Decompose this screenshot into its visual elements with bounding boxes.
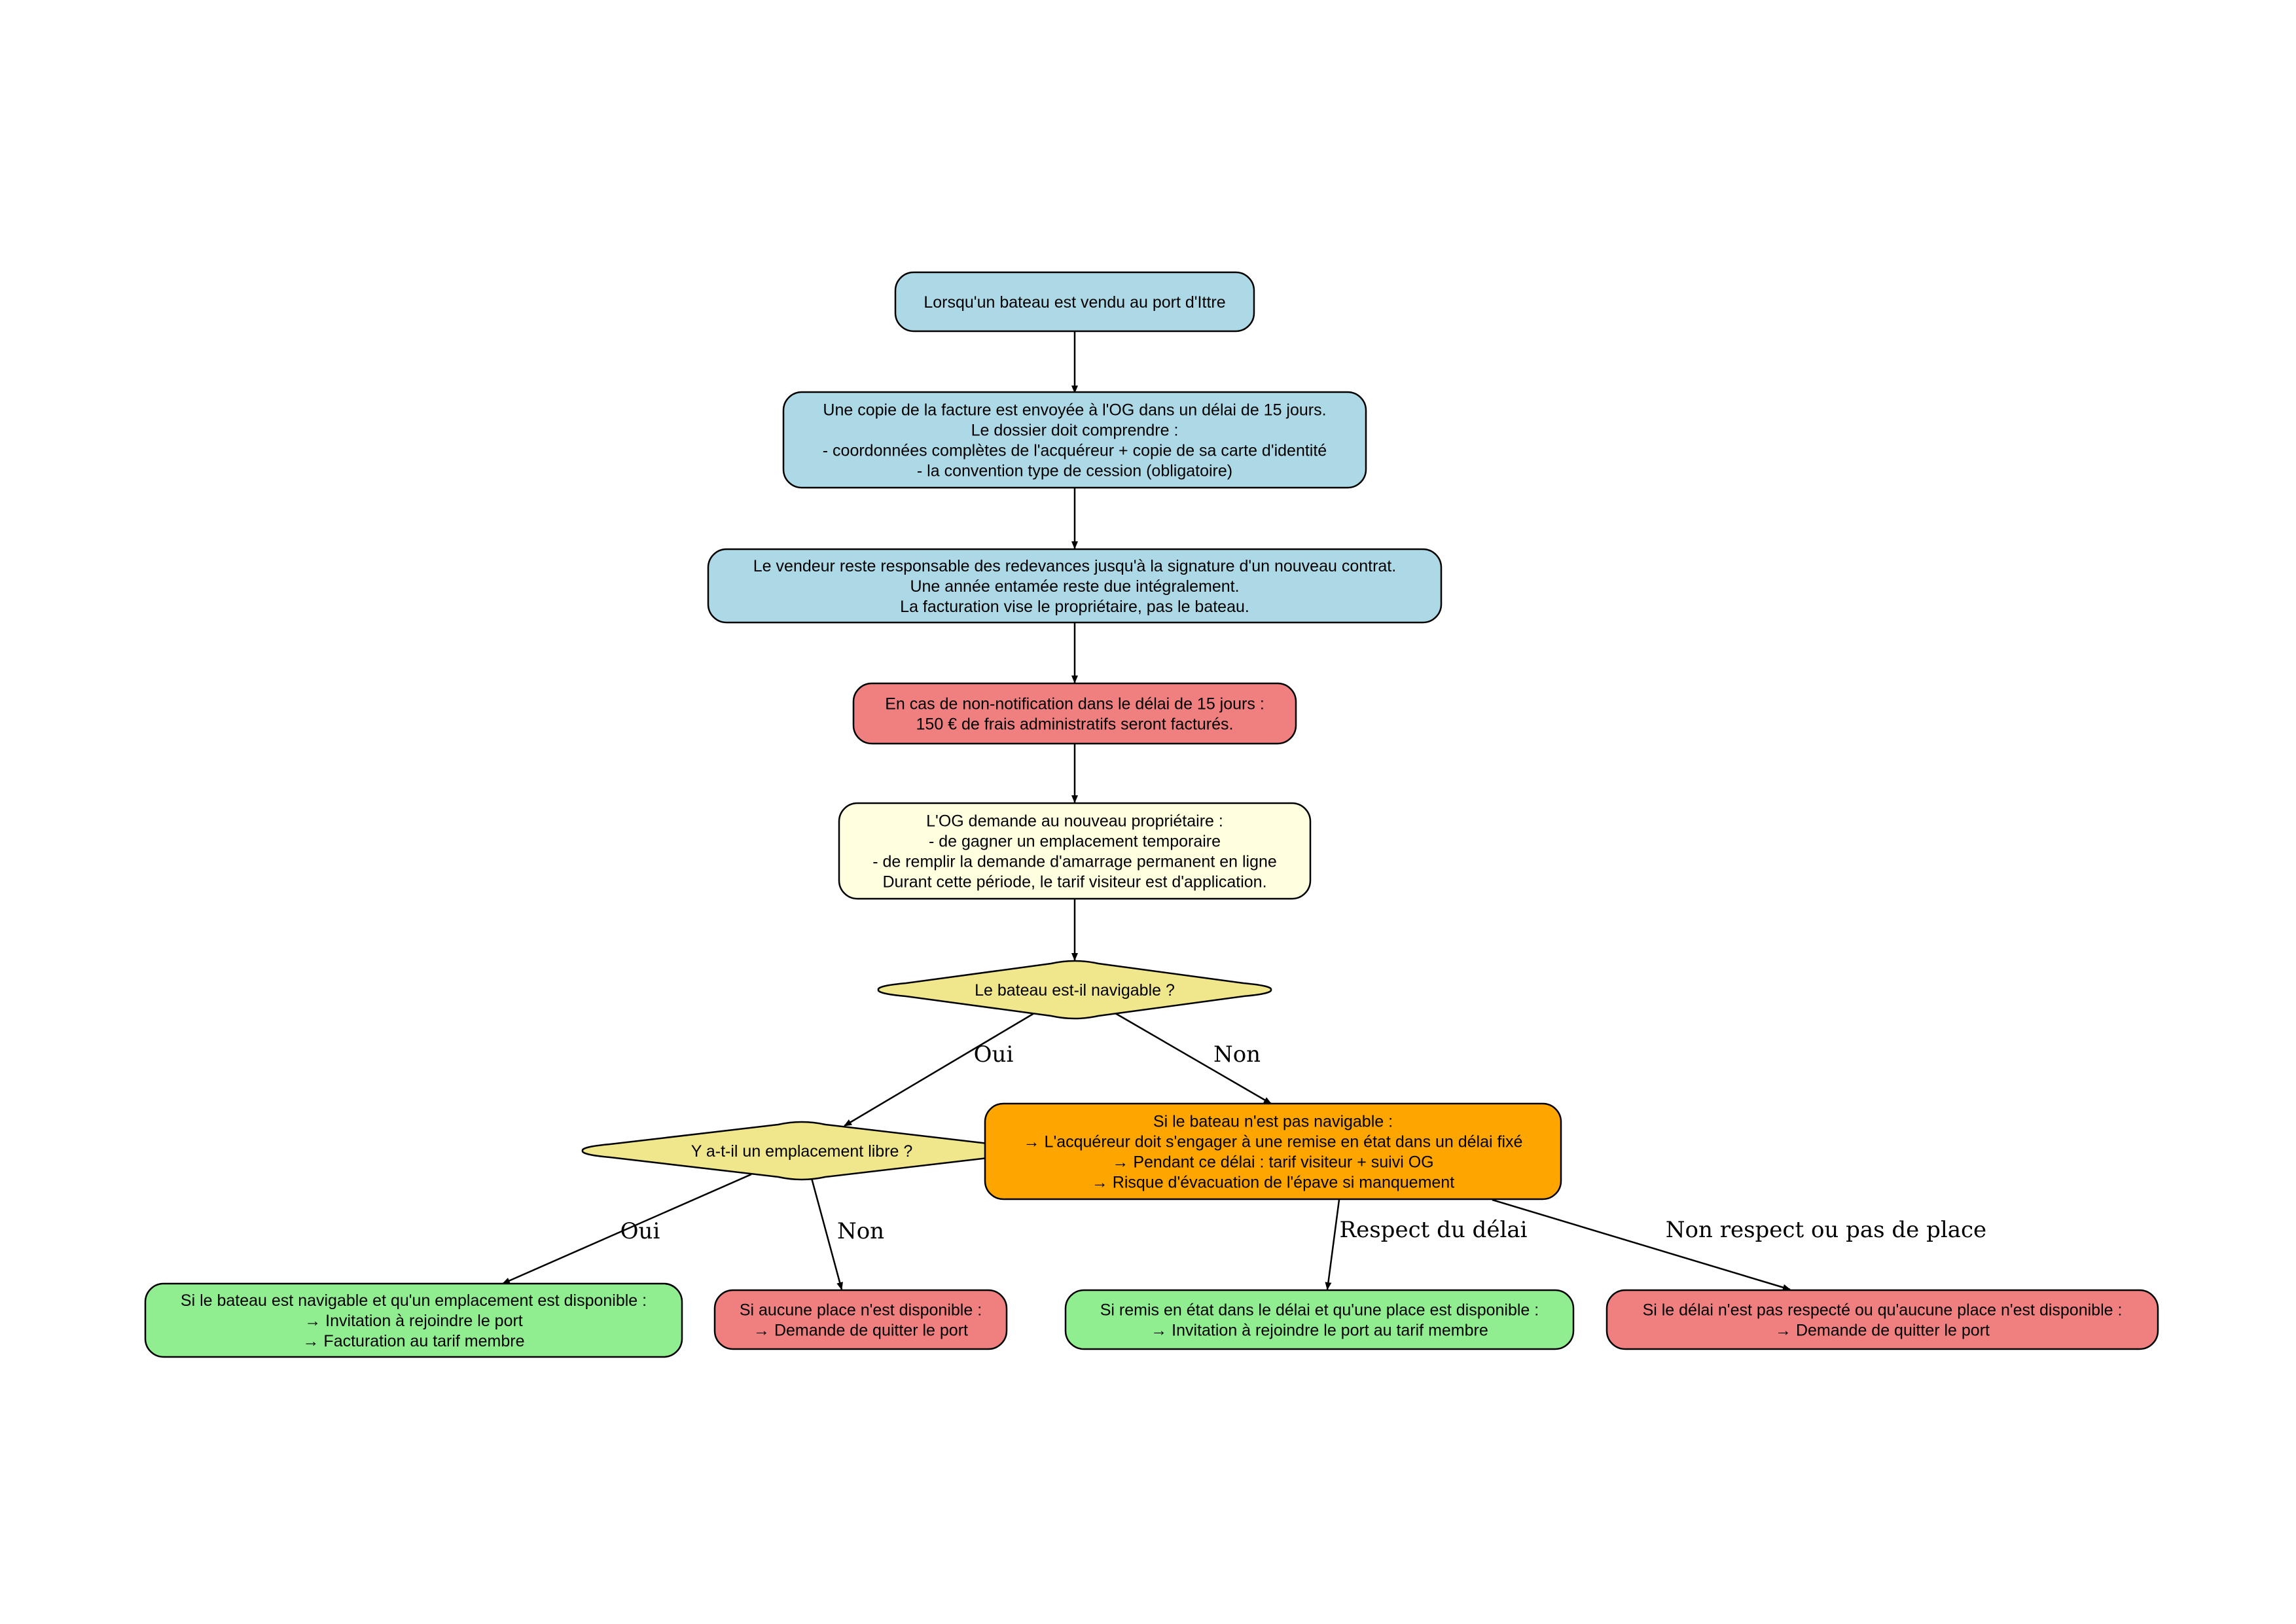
node-navigable: Le bateau est-il navigable ? [877,960,1272,1020]
process-box [894,271,1255,333]
node-text-line: Une année entamée reste due intégralemen… [910,577,1239,596]
node-text-line: Le dossier doit comprendre : [971,422,1179,440]
node-invoice: Une copie de la facture est envoyée à l'… [782,391,1367,489]
edge-not-navigable-to-repaired [1325,1199,1340,1290]
edge-spot-to-no-place [810,1178,843,1290]
edge-spot-to-member [502,1173,752,1285]
node-text-line: → Invitation à rejoindre le port au tari… [1151,1322,1488,1340]
process-box [1605,1289,2159,1350]
node-text-line: Si remis en état dans le délai et qu'une… [1100,1301,1539,1320]
node-text-line: - de gagner un emplacement temporaire [929,833,1221,851]
node-text-line: Y a-t-il un emplacement libre ? [691,1142,913,1161]
node-text-line: Le bateau est-il navigable ? [975,981,1175,1000]
process-box [1064,1289,1575,1350]
node-member: Si le bateau est navigable et qu'un empl… [144,1282,683,1358]
node-text-line: → Risque d'évacuation de l'épave si manq… [1092,1174,1454,1192]
node-text-line: 150 € de frais administratifs seront fac… [916,715,1234,734]
edge-label: Oui [974,1041,1014,1068]
edge-label: Oui [620,1218,660,1244]
node-text-line: Si aucune place n'est disponible : [740,1301,982,1320]
edge-navigable-to-spot [844,1012,1035,1127]
node-text-line: Lorsqu'un bateau est vendu au port d'Itt… [924,293,1225,312]
edges [502,332,1791,1291]
node-text-line: → Pendant ce délai : tarif visiteur + su… [1112,1153,1433,1172]
node-not-navigable: Si le bateau n'est pas navigable : → L'ac… [984,1102,1562,1200]
node-start: Lorsqu'un bateau est vendu au port d'Itt… [894,271,1255,333]
node-text-line: - de remplir la demande d'amarrage perma… [872,853,1277,871]
node-seller: Le vendeur reste responsable des redevan… [707,548,1443,624]
node-spot: Y a-t-il un emplacement libre ? [581,1121,1022,1181]
process-box [707,548,1443,624]
node-no-place: Si aucune place n'est disponible : → Dema… [713,1289,1008,1350]
node-request: L'OG demande au nouveau propriétaire : - … [838,802,1312,900]
node-leave: Si le délai n'est pas respecté ou qu'auc… [1605,1289,2159,1350]
node-text-line: → L'acquéreur doit s'engager à une remis… [1024,1133,1523,1151]
node-text-line: Si le délai n'est pas respecté ou qu'auc… [1643,1301,2123,1320]
process-box [144,1282,683,1358]
node-text-line: Une copie de la facture est envoyée à l'… [823,401,1326,420]
node-text-line: → Demande de quitter le port [1775,1322,1990,1340]
node-text-line: Le vendeur reste responsable des redevan… [753,557,1396,575]
node-text-line: → Facturation au tarif membre [302,1332,524,1350]
edge-label: Non [1213,1041,1261,1068]
node-text-line: Si le bateau est navigable et qu'un empl… [181,1291,647,1310]
node-text-line: - la convention type de cession (obligat… [917,462,1232,480]
process-box [984,1102,1562,1200]
process-box [838,802,1312,900]
node-text-line: En cas de non-notification dans le délai… [885,695,1265,713]
node-text-line: Si le bateau n'est pas navigable : [1153,1113,1393,1131]
node-text-line: L'OG demande au nouveau propriétaire : [926,812,1223,831]
process-box [852,682,1297,745]
node-text-line: La facturation vise le propriétaire, pas… [900,598,1249,616]
edge-not-navigable-to-leave [1492,1199,1791,1291]
node-repaired: Si remis en état dans le délai et qu'une… [1064,1289,1575,1350]
node-penalty: En cas de non-notification dans le délai… [852,682,1297,745]
process-box [782,391,1367,489]
edge-navigable-to-not-navigable [1115,1012,1272,1105]
node-text-line: → Demande de quitter le port [753,1322,968,1340]
edge-label: Non respect ou pas de place [1666,1217,1986,1243]
edge-label: Non [837,1218,884,1244]
process-box [713,1289,1008,1350]
node-text-line: - coordonnées complètes de l'acquéreur +… [823,442,1327,460]
node-text-line: Durant cette période, le tarif visiteur … [882,873,1266,892]
decision-shape [877,960,1272,1020]
node-text-line: → Invitation à rejoindre le port [304,1312,523,1330]
nodes: Lorsqu'un bateau est vendu au port d'Itt… [144,271,2159,1358]
edge-label: Respect du délai [1340,1217,1528,1243]
